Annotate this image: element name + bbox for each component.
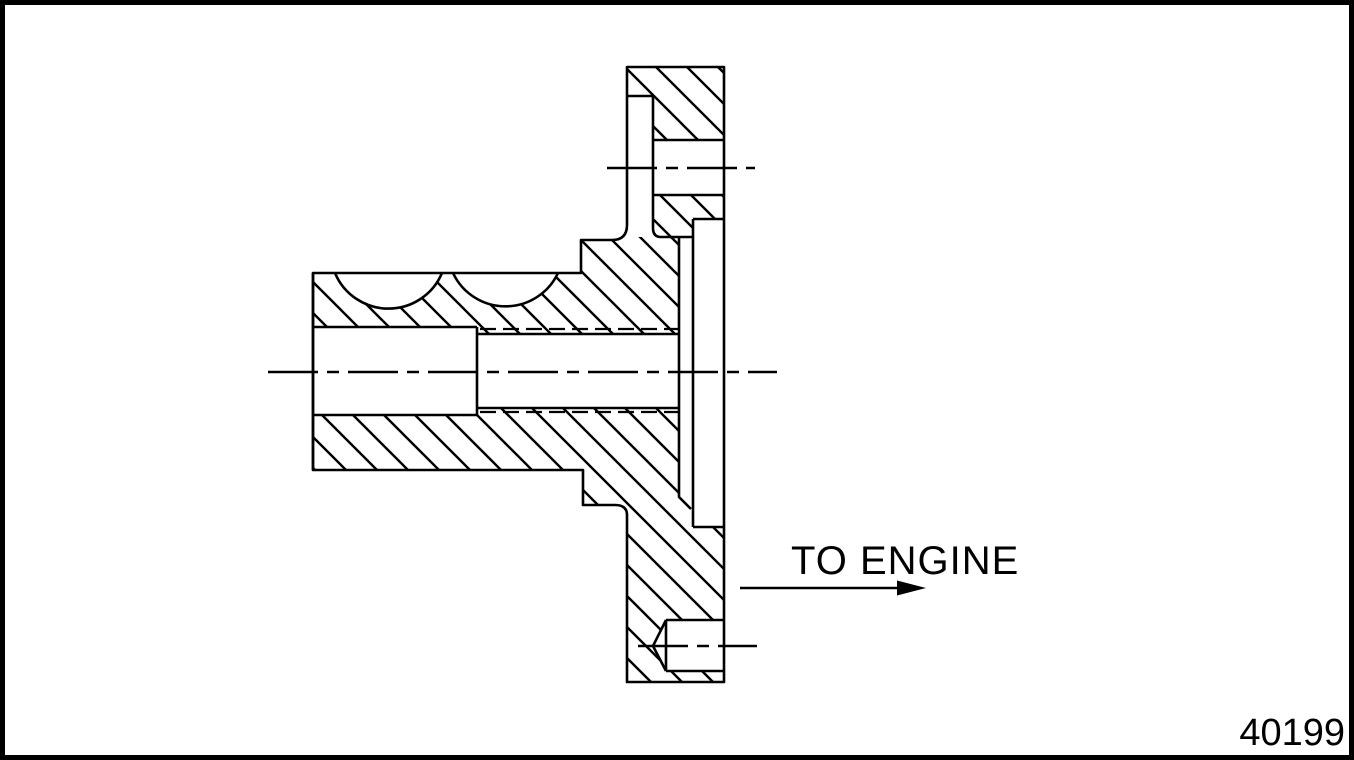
pulley-hub-section: [268, 65, 777, 684]
object-lines: [311, 65, 726, 684]
cast-recess-left: [335, 273, 442, 309]
figure-number: 40199: [1239, 712, 1345, 754]
centerlines: [268, 166, 777, 648]
face-relief-slot: [627, 96, 653, 237]
rear-gap: [679, 237, 693, 510]
cast-recess-right: [453, 273, 558, 307]
to-engine-annotation: TO ENGINE: [740, 539, 1019, 596]
direction-arrow-head-icon: [897, 580, 926, 596]
to-engine-label: TO ENGINE: [791, 539, 1019, 583]
hidden-lines: [480, 327, 679, 414]
